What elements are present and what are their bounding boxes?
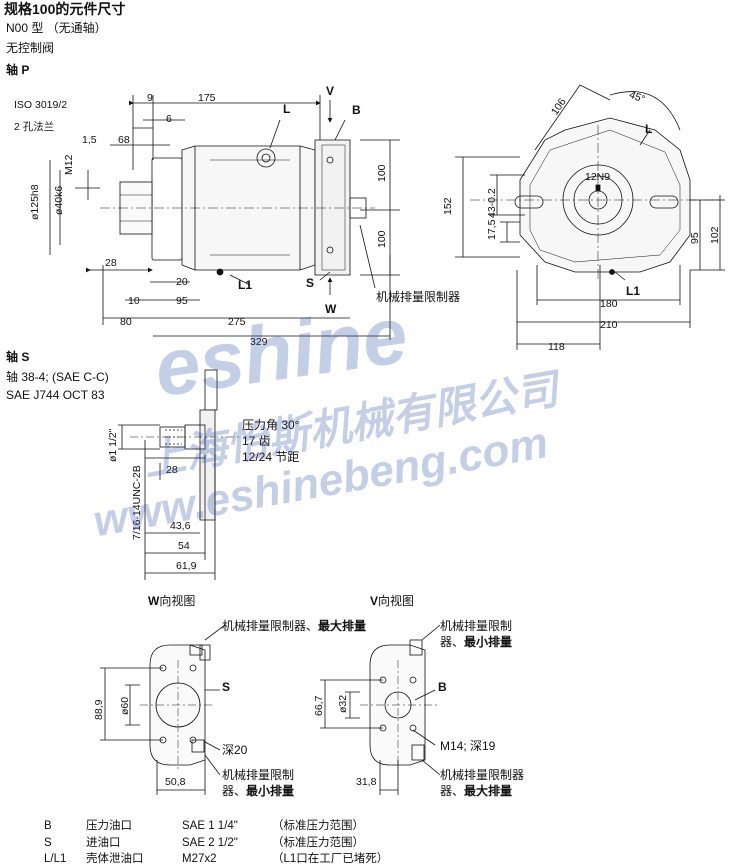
w-limiter-max-label: 机械排量限制器、最大排量 bbox=[222, 619, 367, 633]
legend-name: 进油口 bbox=[86, 837, 121, 849]
legend-code: B bbox=[44, 820, 52, 832]
dim-275: 275 bbox=[228, 316, 246, 328]
dim-28-shaft: 28 bbox=[166, 464, 178, 476]
legend-note: （标准压力范围） bbox=[272, 820, 364, 832]
legend-spec: SAE 1 1/4" bbox=[182, 820, 238, 832]
legend-name: 壳体泄油口 bbox=[86, 853, 144, 865]
dim-68: 68 bbox=[118, 134, 130, 146]
pump-body-top bbox=[100, 139, 375, 276]
shaft-s-standard: SAE J744 OCT 83 bbox=[6, 388, 105, 402]
legend-note: （L1口在工厂已堵死） bbox=[272, 853, 389, 865]
dim-61-9: 61,9 bbox=[176, 560, 197, 572]
tooth-pitch: 12/24 节距 bbox=[242, 450, 300, 464]
v-limiter-min-line2: 器、最小排量 bbox=[440, 635, 513, 649]
side-port-l-label: L bbox=[645, 122, 653, 136]
dim-100-upper: 100 bbox=[376, 164, 388, 182]
shaft-p-label: 轴 P bbox=[6, 63, 30, 77]
dim-9: 9 bbox=[147, 92, 153, 104]
w-port-s-label: S bbox=[222, 680, 231, 694]
dim-50-8: 50,8 bbox=[165, 776, 186, 788]
dim-d125: ø125h8 bbox=[29, 184, 41, 220]
shaft-s-spec: 轴 38-4; (SAE C-C) bbox=[6, 370, 109, 384]
view-v-arrow-label: V bbox=[326, 84, 335, 98]
legend-spec: M27x2 bbox=[182, 853, 217, 865]
w-view-title: W向视图 bbox=[148, 594, 196, 608]
v-limiter-max-line2: 器、最大排量 bbox=[440, 784, 513, 798]
dim-329: 329 bbox=[250, 336, 268, 348]
dim-6: 6 bbox=[166, 113, 172, 125]
dim-100-lower: 100 bbox=[376, 230, 388, 248]
dim-95-side: 95 bbox=[689, 232, 701, 244]
legend-code: L/L1 bbox=[44, 853, 67, 865]
teeth-count: 17 齿 bbox=[242, 434, 271, 448]
w-limiter-min-line1: 机械排量限制 bbox=[222, 768, 295, 782]
legend-code: S bbox=[44, 837, 52, 849]
dim-28: 28 bbox=[105, 257, 117, 269]
pump-body-side bbox=[470, 117, 720, 280]
dim-1-5: 1,5 bbox=[82, 134, 97, 146]
v-port-b-label: B bbox=[438, 680, 447, 694]
port-l1-label: L1 bbox=[238, 278, 253, 292]
port-b-label: B bbox=[352, 103, 361, 117]
dim-118: 118 bbox=[548, 341, 565, 353]
dim-43: 43-0.2 bbox=[486, 188, 498, 218]
w-view-drawing bbox=[140, 644, 215, 770]
v-view-drawing bbox=[360, 639, 440, 770]
side-port-l1-label: L1 bbox=[626, 284, 641, 298]
iso-standard: ISO 3019/2 bbox=[14, 99, 68, 111]
page-title: 规格100的元件尺寸 bbox=[4, 1, 126, 17]
dim-d40: ø40k6 bbox=[53, 185, 65, 215]
legend-name: 压力油口 bbox=[86, 820, 132, 832]
dim-12-n9: 12N9 bbox=[585, 171, 611, 183]
view-w-arrow-label: W bbox=[325, 302, 337, 316]
v-view-title: V向视图 bbox=[370, 594, 415, 608]
dim-10: 10 bbox=[128, 295, 140, 307]
port-l-label: L bbox=[283, 102, 291, 116]
v-limiter-min-line1: 机械排量限制 bbox=[440, 619, 513, 633]
legend-note: （标准压力范围） bbox=[272, 837, 364, 849]
dim-m12: M12 bbox=[63, 154, 75, 175]
dim-66-7: 66,7 bbox=[313, 695, 325, 716]
control-type: 无控制阀 bbox=[6, 41, 55, 55]
limiter-label: 机械排量限制器 bbox=[376, 290, 461, 304]
w-limiter-min-line2: 器、最小排量 bbox=[222, 784, 295, 798]
dim-80: 80 bbox=[120, 316, 132, 328]
model-type: N00 型 （无通轴） bbox=[6, 21, 107, 35]
dim-43-6: 43,6 bbox=[170, 520, 191, 532]
port-s-label: S bbox=[306, 276, 315, 290]
dim-17-5: 17,5 bbox=[486, 219, 498, 240]
dim-31-8: 31,8 bbox=[356, 776, 377, 788]
dim-102: 102 bbox=[709, 226, 721, 244]
legend-spec: SAE 2 1/2" bbox=[182, 837, 238, 849]
pressure-angle: 压力角 30° bbox=[242, 418, 300, 432]
dim-152: 152 bbox=[442, 197, 454, 215]
dim-175: 175 bbox=[198, 92, 216, 104]
dim-20: 20 bbox=[176, 276, 188, 288]
dim-d60: ø60 bbox=[119, 696, 131, 715]
dim-d-1-5-inch: ø1 1/2" bbox=[107, 428, 119, 463]
shaft-s-title: 轴 S bbox=[6, 350, 30, 364]
dim-54: 54 bbox=[178, 540, 190, 552]
flange-type: 2 孔法兰 bbox=[14, 121, 55, 133]
dim-95: 95 bbox=[176, 295, 188, 307]
v-limiter-max-line1: 机械排量限制器 bbox=[440, 768, 525, 782]
dim-88-9: 88,9 bbox=[93, 699, 105, 720]
v-thread-label: M14; 深19 bbox=[440, 739, 496, 753]
dim-210: 210 bbox=[600, 319, 618, 331]
dim-d32: ø32 bbox=[337, 694, 349, 713]
dim-180: 180 bbox=[600, 298, 618, 310]
w-depth-label: 深20 bbox=[222, 743, 248, 757]
